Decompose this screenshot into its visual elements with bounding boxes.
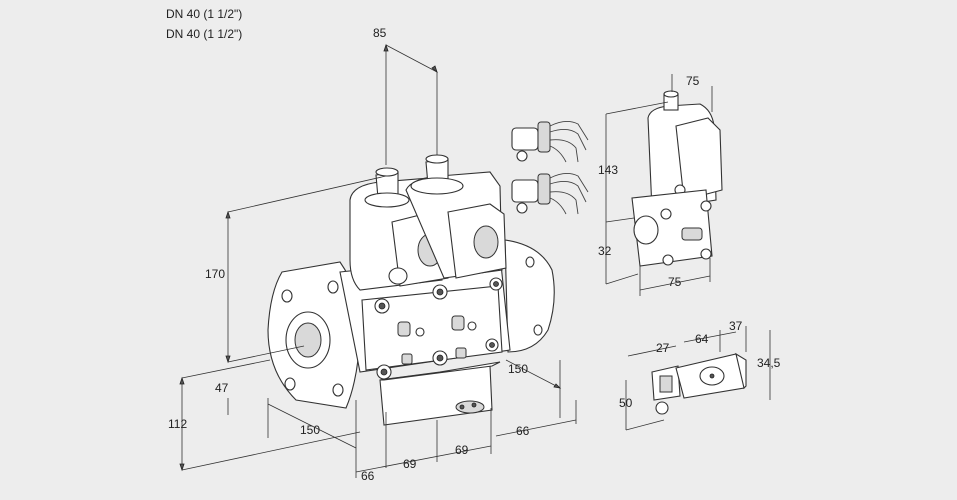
coil-housing-right	[405, 171, 507, 279]
dim-66-bottom: 66	[361, 469, 375, 483]
dim-actuator-32: 32	[598, 244, 612, 258]
bonnet-right	[410, 154, 464, 195]
dim-actuator-143: 143	[598, 163, 618, 177]
dim-69-a: 69	[403, 457, 417, 471]
pressure-switch	[651, 352, 747, 415]
dim-switch-27: 27	[656, 341, 670, 355]
dim-switch-50: 50	[619, 396, 633, 410]
dim-112: 112	[168, 417, 187, 431]
dimension-labels: 85 170 47 112 150 66 69 69 150 66 75 143…	[168, 26, 781, 483]
dim-actuator-75-top: 75	[686, 74, 700, 88]
cable-connector-upper	[511, 121, 589, 163]
bonnet-left	[364, 167, 410, 208]
dim-actuator-75-bottom: 75	[668, 275, 682, 289]
actuator-side-view	[631, 90, 723, 267]
dim-170: 170	[205, 267, 225, 281]
dim-switch-64: 64	[695, 332, 709, 346]
body-bolts	[374, 277, 503, 380]
dim-85: 85	[373, 26, 387, 40]
main-dimension-lines	[179, 43, 577, 478]
main-valve-assembly	[267, 154, 555, 426]
cable-connector-lower	[511, 173, 589, 215]
base-block	[379, 361, 501, 426]
dim-69-b: 69	[455, 443, 469, 457]
dim-switch-34-5: 34,5	[757, 356, 781, 370]
right-flange	[504, 239, 555, 353]
dim-switch-37: 37	[729, 319, 743, 333]
dim-47: 47	[215, 381, 229, 395]
switch-dimension-lines	[625, 326, 771, 431]
dim-66-right: 66	[516, 424, 530, 438]
dim-150-right: 150	[508, 362, 528, 376]
nominal-size-line-1: DN 40 (1 1/2")	[166, 7, 243, 21]
nominal-size-line-2: DN 40 (1 1/2")	[166, 27, 243, 41]
actuator-dimension-lines	[605, 74, 713, 296]
dim-150-left: 150	[300, 423, 320, 437]
